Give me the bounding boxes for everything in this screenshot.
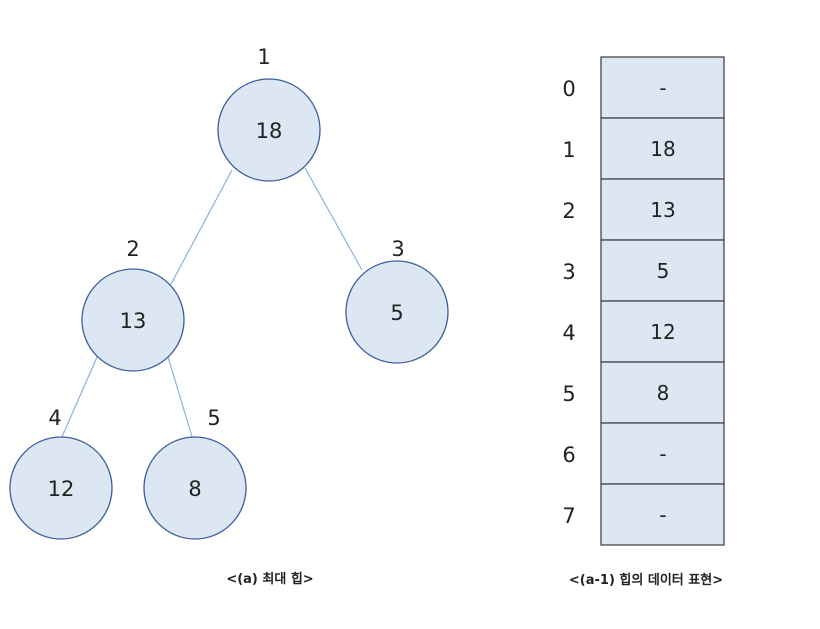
node-circle (9, 436, 113, 540)
array-value: 12 (650, 320, 675, 344)
tree-caption: <(a) 최대 힙> (226, 571, 313, 587)
node-circle (345, 260, 449, 364)
array-row-2: 2 13 (562, 178, 725, 241)
array-index: 4 (562, 321, 575, 345)
array-caption: <(a-1) 힙의 데이터 표현> (569, 572, 723, 588)
array-cell (600, 56, 725, 119)
node-value: 5 (390, 301, 403, 325)
array-index: 6 (562, 443, 575, 467)
node-value: 8 (188, 477, 201, 501)
array-value: - (659, 442, 666, 466)
node-value: 12 (48, 477, 75, 501)
node-index: 1 (257, 45, 270, 69)
edge-1-3 (304, 167, 363, 271)
tree-node-3: 5 3 (345, 237, 449, 364)
node-circle (217, 78, 321, 182)
array-index: 1 (562, 138, 575, 162)
array-value: 13 (650, 198, 675, 222)
tree-node-5: 8 5 (143, 406, 247, 540)
array-row-1: 1 18 (562, 117, 725, 180)
array-row-6: 6 - (562, 422, 725, 485)
array-value: - (659, 76, 666, 100)
node-index: 2 (126, 237, 139, 261)
array-index: 2 (562, 199, 575, 223)
node-index: 4 (48, 406, 61, 430)
edge-2-4 (57, 356, 98, 447)
tree-node-1: 18 1 (217, 45, 321, 182)
edge-1-2 (169, 169, 233, 287)
array-row-0: 0 - (562, 56, 725, 119)
array-index: 5 (562, 382, 575, 406)
array-index: 7 (562, 504, 575, 528)
node-circle (81, 268, 185, 372)
array-cell (600, 178, 725, 241)
array-value: 5 (657, 259, 670, 283)
tree-edges (57, 167, 363, 447)
array-value: - (659, 503, 666, 527)
edge-2-5 (167, 356, 194, 441)
array-index: 3 (562, 260, 575, 284)
array-row-5: 5 8 (562, 361, 725, 424)
array-cell (600, 239, 725, 302)
array-cell (600, 422, 725, 485)
array-value: 8 (657, 381, 670, 405)
array-cell (600, 483, 725, 546)
array-cell (600, 300, 725, 363)
node-value: 13 (120, 309, 147, 333)
array-row-7: 7 - (562, 483, 725, 546)
array-row-3: 3 5 (562, 239, 725, 302)
tree-node-2: 13 2 (81, 237, 185, 372)
array-index: 0 (562, 77, 575, 101)
tree-node-4: 12 4 (9, 406, 113, 540)
array-value: 18 (650, 137, 675, 161)
node-index: 3 (391, 237, 404, 261)
array-row-4: 4 12 (562, 300, 725, 363)
node-index: 5 (207, 406, 220, 430)
node-circle (143, 436, 247, 540)
node-value: 18 (256, 119, 283, 143)
array-cell (600, 117, 725, 180)
